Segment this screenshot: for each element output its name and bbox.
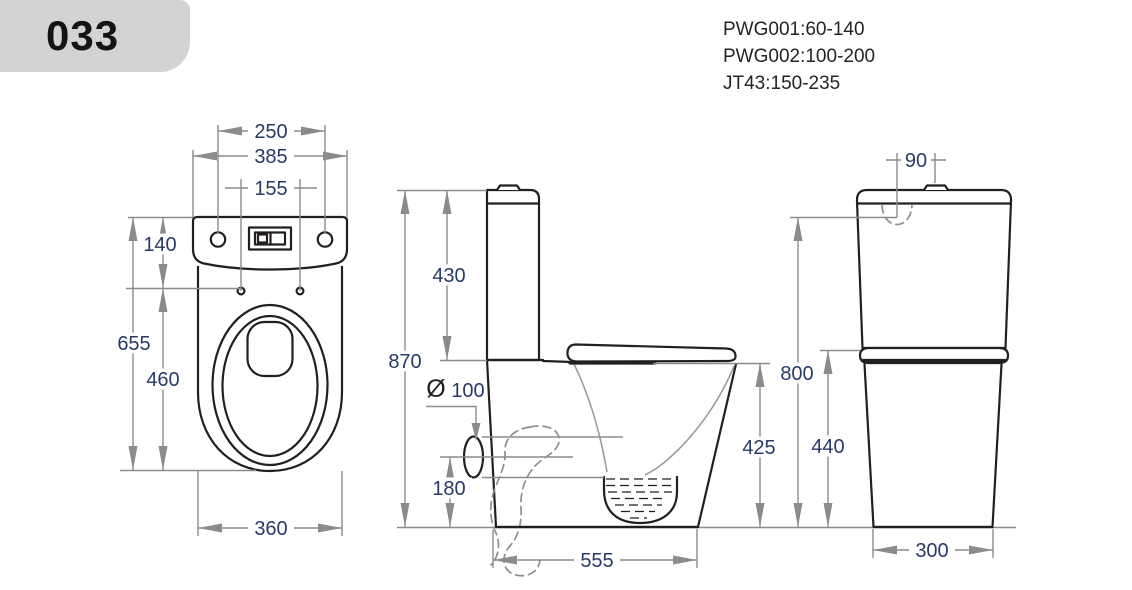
flush-button-half bbox=[256, 233, 269, 244]
dim-tank-width-385: 385 bbox=[193, 145, 347, 168]
dim-bolt-spacing-250: 250 bbox=[218, 120, 325, 143]
dim-label-440: 440 bbox=[811, 436, 844, 458]
seat-outer-ring bbox=[211, 303, 329, 467]
diameter-symbol: Ø bbox=[426, 375, 445, 403]
dim-outlet-diameter-100: Ø 100 bbox=[426, 375, 485, 441]
dim-label-870: 870 bbox=[388, 351, 421, 373]
product-code-line-3: JT43:150-235 bbox=[723, 73, 841, 94]
bowl-rear-edge bbox=[696, 362, 738, 529]
bowl-interior-rear-curve bbox=[644, 365, 735, 476]
dim-inlet-height-800: 800 bbox=[774, 217, 820, 527]
extension-lines bbox=[120, 125, 1016, 568]
dim-label-140: 140 bbox=[143, 234, 176, 256]
back-body-fill bbox=[864, 364, 1002, 527]
bowl-side-fill bbox=[487, 361, 737, 527]
dim-outlet-height-180: 180 bbox=[426, 457, 472, 527]
bowl-top-line bbox=[485, 358, 574, 364]
cistern-back-outline bbox=[855, 188, 1013, 350]
dim-label-425: 425 bbox=[742, 437, 775, 459]
flush-button-outer bbox=[247, 226, 293, 251]
bowl-interior-front-curve bbox=[573, 363, 608, 473]
flush-button-back bbox=[923, 184, 949, 191]
dim-tank-depth-140: 140 bbox=[137, 217, 183, 288]
dim-hinge-spacing-155: 155 bbox=[225, 177, 317, 200]
dim-base-depth-555: 555 bbox=[493, 549, 697, 572]
flush-button-side bbox=[496, 184, 521, 191]
fixing-hole-left bbox=[209, 231, 227, 248]
water-hatching bbox=[606, 478, 675, 519]
bowl-opening bbox=[246, 320, 294, 378]
product-codes: PWG001:60-140 PWG002:100-200 JT43:150-23… bbox=[723, 16, 875, 97]
dim-tank-height-430: 430 bbox=[426, 190, 472, 360]
dim-label-655: 655 bbox=[117, 333, 150, 355]
dim-label-180: 180 bbox=[432, 478, 465, 500]
dim-label-155: 155 bbox=[254, 178, 287, 200]
dim-label-430: 430 bbox=[432, 265, 465, 287]
model-badge: 033 bbox=[0, 0, 190, 72]
back-view bbox=[855, 184, 1013, 529]
trapway-dashed-outer bbox=[503, 425, 560, 577]
model-number: 033 bbox=[46, 12, 120, 59]
dim-label-385: 385 bbox=[254, 146, 287, 168]
fixing-hole-right bbox=[316, 231, 334, 248]
trapway-dashed-inner bbox=[490, 426, 531, 566]
dim-label-800: 800 bbox=[780, 363, 813, 385]
dim-seat-cutout-460: 460 bbox=[140, 288, 186, 470]
dim-button-offset-90: 90 bbox=[886, 149, 946, 172]
dim-label-100: 100 bbox=[451, 380, 484, 402]
seat-lid-side bbox=[566, 343, 737, 363]
dim-base-width-300: 300 bbox=[873, 539, 993, 562]
dim-label-300: 300 bbox=[915, 540, 948, 562]
dim-label-250: 250 bbox=[254, 121, 287, 143]
dim-front-width-360: 360 bbox=[198, 517, 342, 540]
dim-bowl-height-425: 425 bbox=[736, 363, 782, 527]
top-view bbox=[191, 215, 349, 473]
sump-outline bbox=[602, 475, 679, 525]
dim-total-depth-655: 655 bbox=[111, 217, 157, 470]
product-code-line-1: PWG001:60-140 bbox=[723, 19, 865, 40]
inlet-hole-dashed bbox=[881, 204, 913, 226]
bowl-front-edge bbox=[485, 358, 498, 529]
dim-label-555: 555 bbox=[580, 550, 613, 572]
dim-label-90: 90 bbox=[905, 150, 927, 172]
dim-label-460: 460 bbox=[146, 369, 179, 391]
seat-inner-ring bbox=[221, 314, 319, 458]
cistern-side-outline bbox=[485, 188, 541, 362]
dim-seat-height-440: 440 bbox=[805, 350, 851, 527]
side-view bbox=[462, 184, 738, 577]
dim-label-360: 360 bbox=[254, 518, 287, 540]
product-code-line-2: PWG002:100-200 bbox=[723, 46, 876, 67]
dim-total-height-870: 870 bbox=[382, 190, 428, 527]
